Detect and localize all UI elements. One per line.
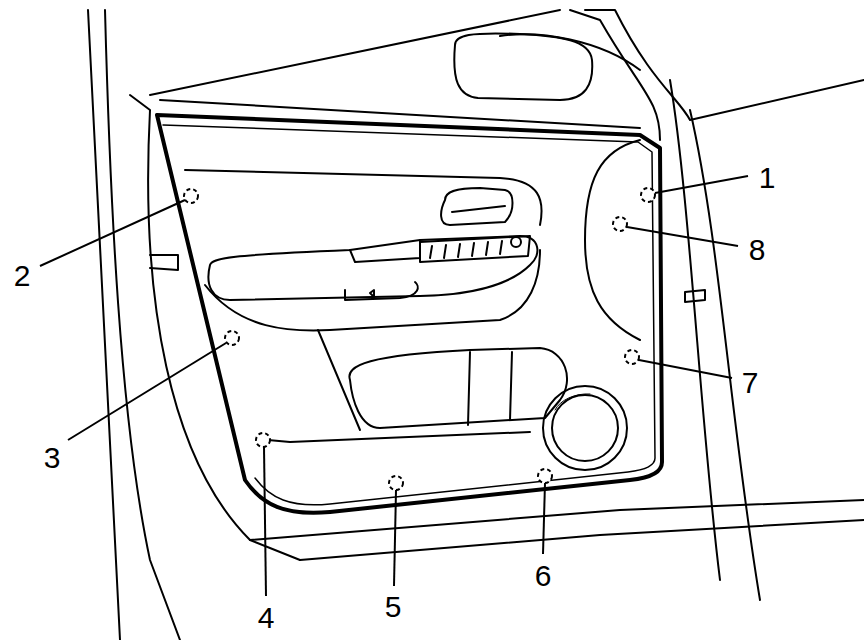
- leader-line: [543, 483, 545, 554]
- leader-line: [639, 360, 732, 378]
- callout-number: 1: [759, 163, 776, 193]
- clip-position: [184, 189, 198, 203]
- pillar-line: [585, 10, 864, 120]
- mirror: [454, 33, 592, 100]
- trim-panel: [157, 115, 662, 513]
- speaker-grille: [555, 394, 590, 410]
- armrest: [208, 236, 537, 300]
- clip-position: [613, 217, 627, 231]
- panel-line: [268, 432, 530, 442]
- leader-line: [655, 176, 748, 193]
- callout-number: 7: [742, 368, 759, 398]
- upper-trim: [185, 170, 542, 225]
- inside-handle: [452, 206, 505, 212]
- lock-switch: [511, 237, 521, 247]
- callout-number: 5: [385, 592, 402, 622]
- pillar-line: [670, 80, 720, 580]
- window-switches: [430, 241, 502, 258]
- clip-position: [225, 331, 239, 345]
- callout-number: 6: [535, 561, 552, 591]
- armrest-front: [585, 140, 640, 340]
- callout-number: 3: [44, 443, 61, 473]
- inside-handle: [441, 188, 512, 225]
- clip-position: [389, 476, 403, 490]
- pillar-line: [690, 110, 760, 600]
- pull-cup-mark: [370, 290, 374, 297]
- clip-position: [641, 188, 655, 202]
- leader-line: [264, 447, 266, 596]
- window-frame: [150, 10, 560, 95]
- armrest-detail: [350, 240, 420, 262]
- body-line: [88, 10, 120, 640]
- sill-line: [250, 500, 864, 540]
- clip-position: [256, 433, 270, 447]
- speaker-grille: [552, 395, 618, 461]
- leader-line: [394, 490, 396, 586]
- leader-line: [627, 227, 738, 246]
- panel-line: [318, 330, 360, 430]
- pull-cup: [345, 282, 418, 300]
- trim-panel-edge: [163, 125, 655, 505]
- striker: [685, 290, 705, 302]
- callout-number: 4: [258, 603, 275, 633]
- callout-number: 8: [749, 235, 766, 265]
- speaker-grille: [543, 386, 627, 470]
- armrest-base: [205, 250, 540, 330]
- sill-line: [300, 520, 864, 560]
- pocket-divider: [468, 352, 512, 425]
- callout-number: 2: [14, 261, 31, 291]
- switch-panel: [420, 236, 530, 262]
- leader-line: [40, 200, 185, 266]
- mirror-arm: [500, 34, 640, 70]
- window-frame: [570, 10, 660, 140]
- door-check: [150, 255, 178, 270]
- door-pocket: [349, 348, 567, 428]
- clip-position: [538, 469, 552, 483]
- clip-position: [625, 350, 639, 364]
- leader-line: [68, 343, 226, 440]
